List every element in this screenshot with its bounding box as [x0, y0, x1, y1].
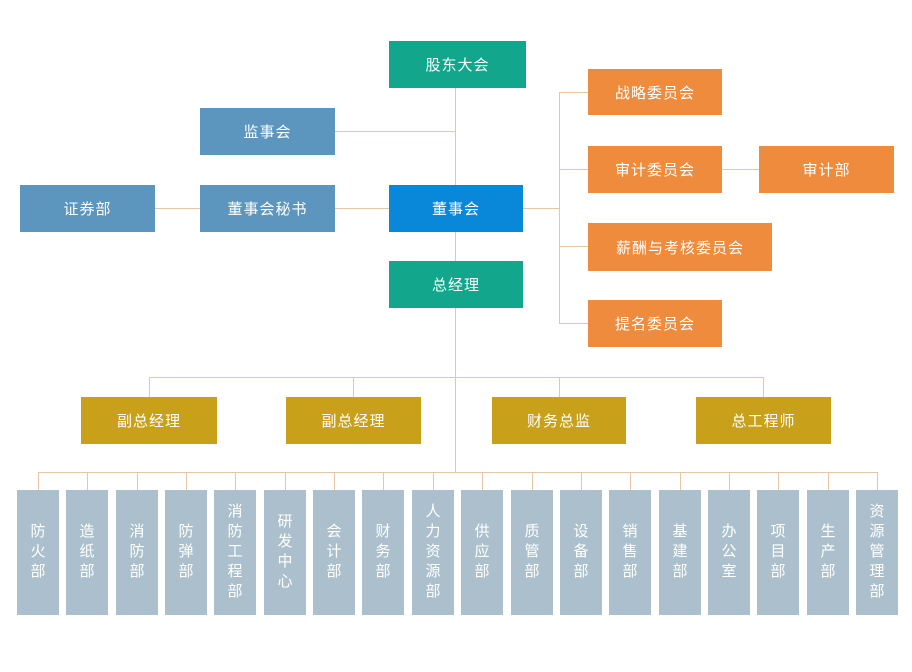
dept-node-10: 质管部 — [511, 490, 553, 615]
org-node-vice-gm-1: 副总经理 — [81, 397, 217, 444]
org-node-secretary: 董事会秘书 — [200, 185, 335, 232]
connector-line — [559, 169, 588, 170]
org-node-nomination: 提名委员会 — [588, 300, 722, 347]
org-node-audit-dept: 审计部 — [759, 146, 894, 193]
connector-line — [149, 377, 764, 378]
dept-node-12: 销售部 — [609, 490, 651, 615]
connector-line — [581, 472, 582, 490]
dept-node-16: 生产部 — [807, 490, 849, 615]
connector-line — [87, 472, 88, 490]
dept-node-8: 人力资源部 — [412, 490, 454, 615]
connector-line — [455, 308, 456, 472]
connector-line — [532, 472, 533, 490]
org-node-strategy: 战略委员会 — [588, 69, 722, 115]
org-node-gm: 总经理 — [389, 261, 523, 308]
connector-line — [235, 472, 236, 490]
connector-line — [38, 472, 878, 473]
connector-line — [877, 472, 878, 490]
org-node-supervisory: 监事会 — [200, 108, 335, 155]
connector-line — [433, 472, 434, 490]
connector-line — [285, 472, 286, 490]
connector-line — [778, 472, 779, 490]
dept-node-11: 设备部 — [560, 490, 602, 615]
dept-node-6: 会计部 — [313, 490, 355, 615]
org-node-compensation: 薪酬与考核委员会 — [588, 223, 772, 271]
connector-line — [38, 472, 39, 490]
org-node-cfo: 财务总监 — [492, 397, 626, 444]
connector-line — [763, 377, 764, 397]
connector-line — [334, 472, 335, 490]
connector-line — [455, 232, 456, 261]
connector-line — [680, 472, 681, 490]
connector-line — [482, 472, 483, 490]
dept-node-3: 防弹部 — [165, 490, 207, 615]
connector-line — [155, 208, 200, 209]
org-node-shareholders: 股东大会 — [389, 41, 526, 88]
connector-line — [335, 208, 389, 209]
dept-node-0: 防火部 — [17, 490, 59, 615]
connector-line — [559, 377, 560, 397]
dept-node-15: 项目部 — [757, 490, 799, 615]
connector-line — [630, 472, 631, 490]
dept-node-5: 研发中心 — [264, 490, 306, 615]
connector-line — [523, 208, 559, 209]
connector-line — [729, 472, 730, 490]
connector-line — [186, 472, 187, 490]
connector-line — [828, 472, 829, 490]
org-node-chief-engineer: 总工程师 — [696, 397, 831, 444]
dept-node-2: 消防部 — [116, 490, 158, 615]
dept-node-7: 财务部 — [362, 490, 404, 615]
org-node-securities: 证券部 — [20, 185, 155, 232]
org-node-board: 董事会 — [389, 185, 523, 232]
dept-node-13: 基建部 — [659, 490, 701, 615]
dept-node-17: 资源管理部 — [856, 490, 898, 615]
connector-line — [559, 323, 588, 324]
connector-line — [455, 88, 456, 185]
connector-line — [353, 377, 354, 397]
connector-line — [383, 472, 384, 490]
dept-node-9: 供应部 — [461, 490, 503, 615]
connector-line — [559, 246, 588, 247]
dept-node-4: 消防工程部 — [214, 490, 256, 615]
org-node-audit-committee: 审计委员会 — [588, 146, 722, 193]
dept-node-1: 造纸部 — [66, 490, 108, 615]
connector-line — [137, 472, 138, 490]
connector-line — [149, 377, 150, 397]
connector-line — [722, 169, 759, 170]
connector-line — [559, 92, 560, 324]
org-node-vice-gm-2: 副总经理 — [286, 397, 421, 444]
connector-line — [335, 131, 456, 132]
dept-node-14: 办公室 — [708, 490, 750, 615]
connector-line — [559, 92, 588, 93]
